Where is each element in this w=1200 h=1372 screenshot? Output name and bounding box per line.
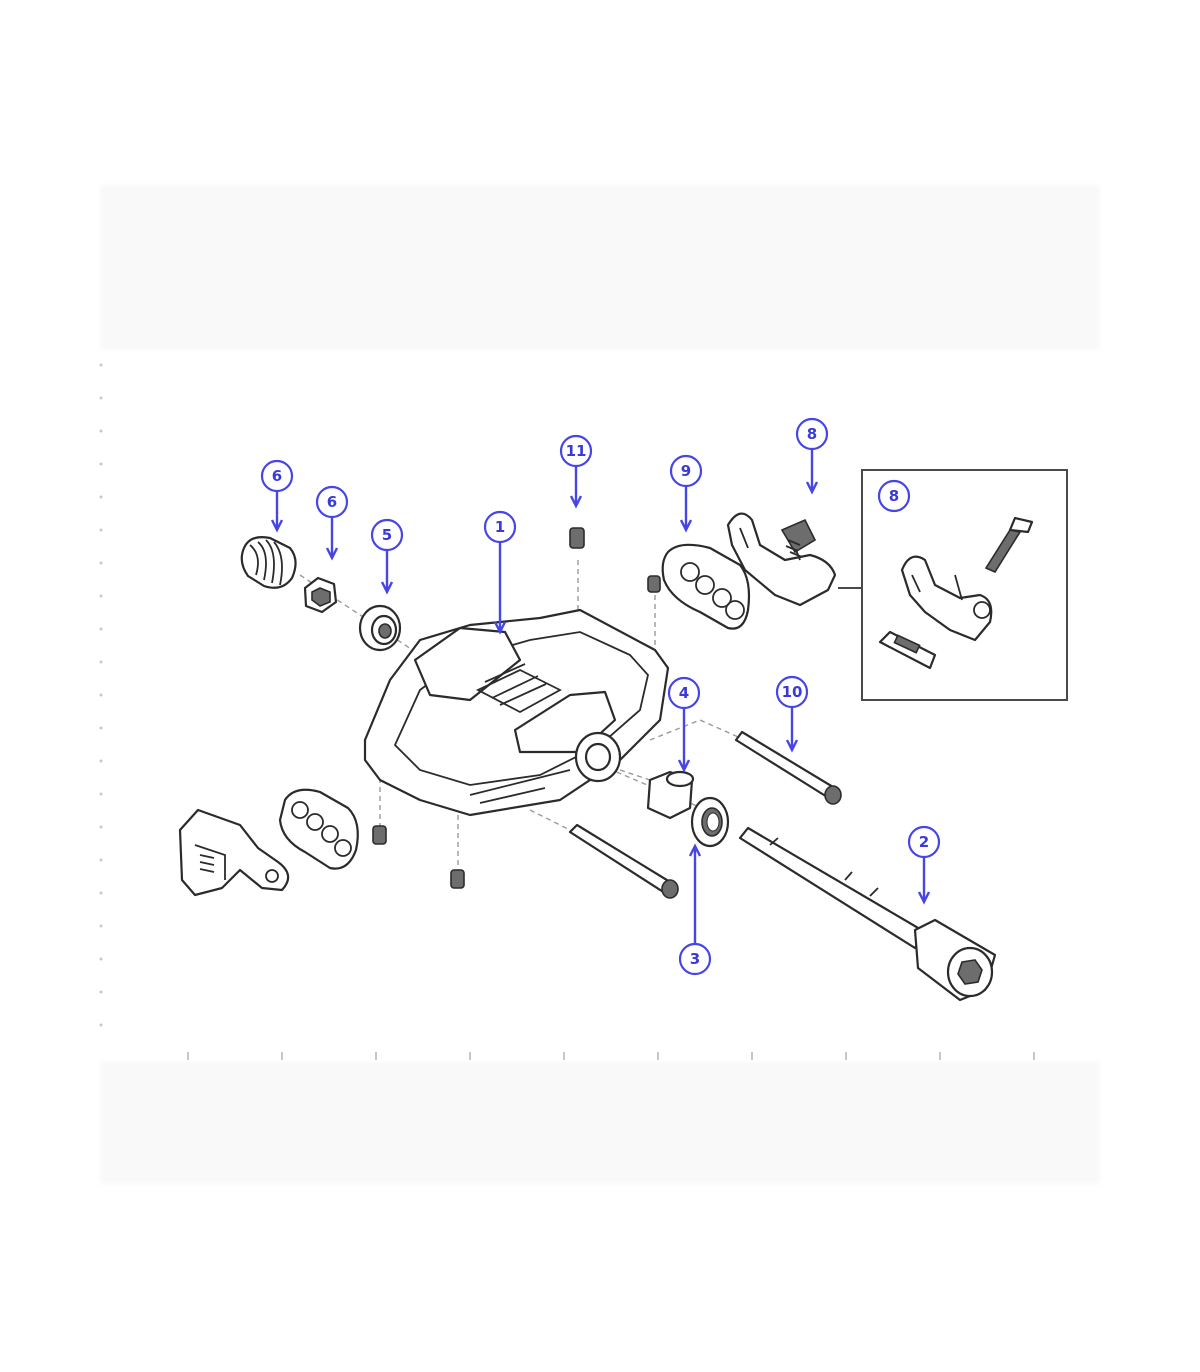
- callout-5-label: 5: [382, 526, 392, 544]
- callout-6-label: 6: [327, 493, 337, 511]
- callout-5: 5: [370, 518, 404, 595]
- spring-part: [240, 536, 297, 589]
- spring-clip-part: [661, 543, 751, 630]
- callout-4: 4: [667, 676, 701, 773]
- bottom-background-panel: [100, 1062, 1100, 1184]
- callout-11: 11: [559, 434, 593, 509]
- callout-4-label: 4: [679, 684, 689, 702]
- cleat-body-part: [178, 808, 290, 897]
- seal-part: [690, 796, 730, 848]
- callout-3-label: 3: [690, 950, 700, 968]
- pedal-body-part: [363, 608, 670, 817]
- callout-1: 1: [483, 510, 517, 635]
- callout-8-detail-label: 8: [889, 487, 899, 505]
- callout-10-label: 10: [782, 683, 803, 701]
- spindle-part: [738, 826, 997, 1002]
- callout-9-label: 9: [681, 462, 691, 480]
- set-screw-part: [372, 527, 661, 889]
- bottom-ruler-ticks: [187, 1052, 1035, 1060]
- callout-10: 10: [775, 675, 809, 753]
- bearing-part: [358, 604, 402, 652]
- callout-2-label: 2: [919, 833, 929, 851]
- cleat-mechanism-part: [726, 512, 837, 607]
- callout-6: 6: [315, 485, 349, 561]
- callout-7: 6: [260, 459, 294, 533]
- callout-11-label: 11: [566, 442, 587, 460]
- callout-8: 8: [795, 417, 829, 495]
- callout-7-label: 6: [272, 467, 282, 485]
- spring-clip-part-left: [278, 788, 359, 870]
- callout-9: 9: [669, 454, 703, 533]
- callout-8-label: 8: [807, 425, 817, 443]
- bushing-part: [646, 770, 695, 820]
- callout-3: 3: [678, 843, 712, 976]
- pin-part: [568, 730, 842, 899]
- top-background-panel: [100, 185, 1100, 350]
- callout-2: 2: [907, 825, 941, 905]
- left-ruler-dots: [99, 363, 103, 1027]
- callout-1-label: 1: [495, 518, 505, 536]
- callout-8-detail: 8: [877, 479, 911, 513]
- detail-box: [838, 469, 1068, 701]
- nut-part: [303, 576, 338, 614]
